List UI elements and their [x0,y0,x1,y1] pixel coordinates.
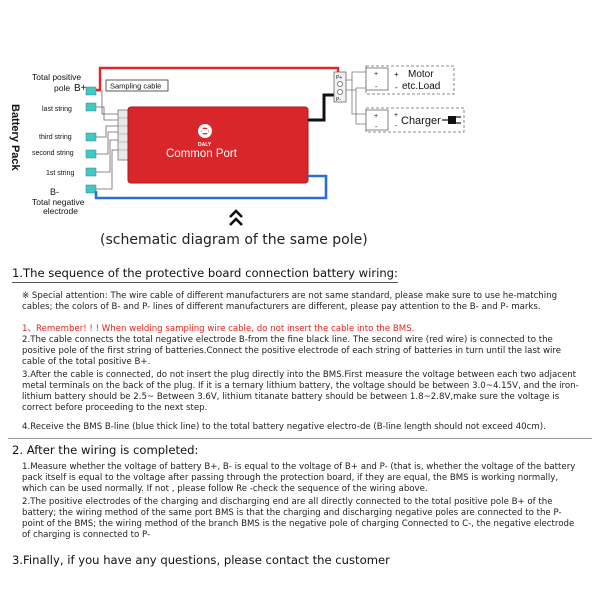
motor-plus-b: + [394,70,399,79]
p-plus-label: P+ [336,75,342,81]
b-minus-label: B- [50,187,59,197]
charger-minus-b: - [395,123,398,130]
motor-label-line2: etc.Load [402,81,440,92]
diagram-subtitle: (schematic diagram of the same pole) [100,232,368,248]
cell-pad-first [85,167,97,177]
section2-paragraph-1: 1.Measure whether the voltage of battery… [22,462,576,495]
charger-label: Charger [401,115,441,127]
cell-pad-bplus [85,86,97,96]
sampling-plug [117,109,129,161]
section1-paragraph-3: 2.The cable connects the total negative … [22,335,562,368]
cell-pad-third [85,132,97,142]
terminal-block [333,71,347,103]
p-minus-label: P- [336,97,341,103]
charger-plug [365,109,389,131]
board-label: Common Port [166,148,238,160]
brand-label: DALY [198,142,212,148]
motor-label-line1: Motor [408,69,434,80]
sampling-cable-label: Sampling cable [110,82,161,91]
sampling-wires [96,90,118,190]
positive-wire [96,66,340,92]
section1-paragraph-5: 4.Receive the BMS B-line (blue thick lin… [22,422,546,432]
section2-paragraph-2: 2.The positive electrodes of the chargin… [22,497,575,541]
negative-wire [94,174,328,200]
second-string-label: second string [32,150,74,157]
first-string-label: 1st string [46,170,75,177]
wiring-diagram: Total positive pole B+ Sampling cable Ba… [9,65,465,226]
charger-minus: - [375,124,378,131]
battery-pack-label: Battery Pack [9,104,21,172]
divider [8,438,592,439]
motor-minus-b: - [395,83,398,92]
total-positive-label-line1: Total positive [32,72,81,82]
motor-minus: - [375,84,378,91]
p-minus-wire [308,93,334,122]
sampling-cable-box [105,79,169,92]
cell-pad-last [85,102,97,112]
load-wires [346,71,368,125]
section1-paragraph-4: 3.After the cable is connected, do not i… [22,370,579,414]
total-negative-label-line1: Total negative [32,197,85,207]
cell-pad-second [85,149,97,159]
charger-plus: + [374,113,378,120]
motor-plus: + [374,71,378,78]
total-negative-label-line2: electrode [43,206,78,216]
section1-paragraph-2: 1、Remember! ! ! When welding sampling wi… [22,324,415,334]
third-string-label: third string [39,134,72,141]
double-chevron-up-icon [229,209,243,226]
b-plus-label: B+ [74,83,87,94]
charger-plus-b: + [394,112,398,119]
plug-icon [442,116,461,124]
total-positive-label-line2: pole [54,83,70,93]
section2-heading: 2. After the wiring is completed: [12,443,199,457]
bms-board [127,106,309,184]
last-string-label: last string [42,106,72,113]
section1-paragraph-1: ※ Special attention: The wire cable of d… [22,291,558,313]
cell-pad-bminus [85,184,97,194]
motor-plug [365,67,389,91]
section1-heading: 1.The sequence of the protective board c… [12,266,398,283]
section3-heading: 3.Finally, if you have any questions, pl… [12,553,390,567]
